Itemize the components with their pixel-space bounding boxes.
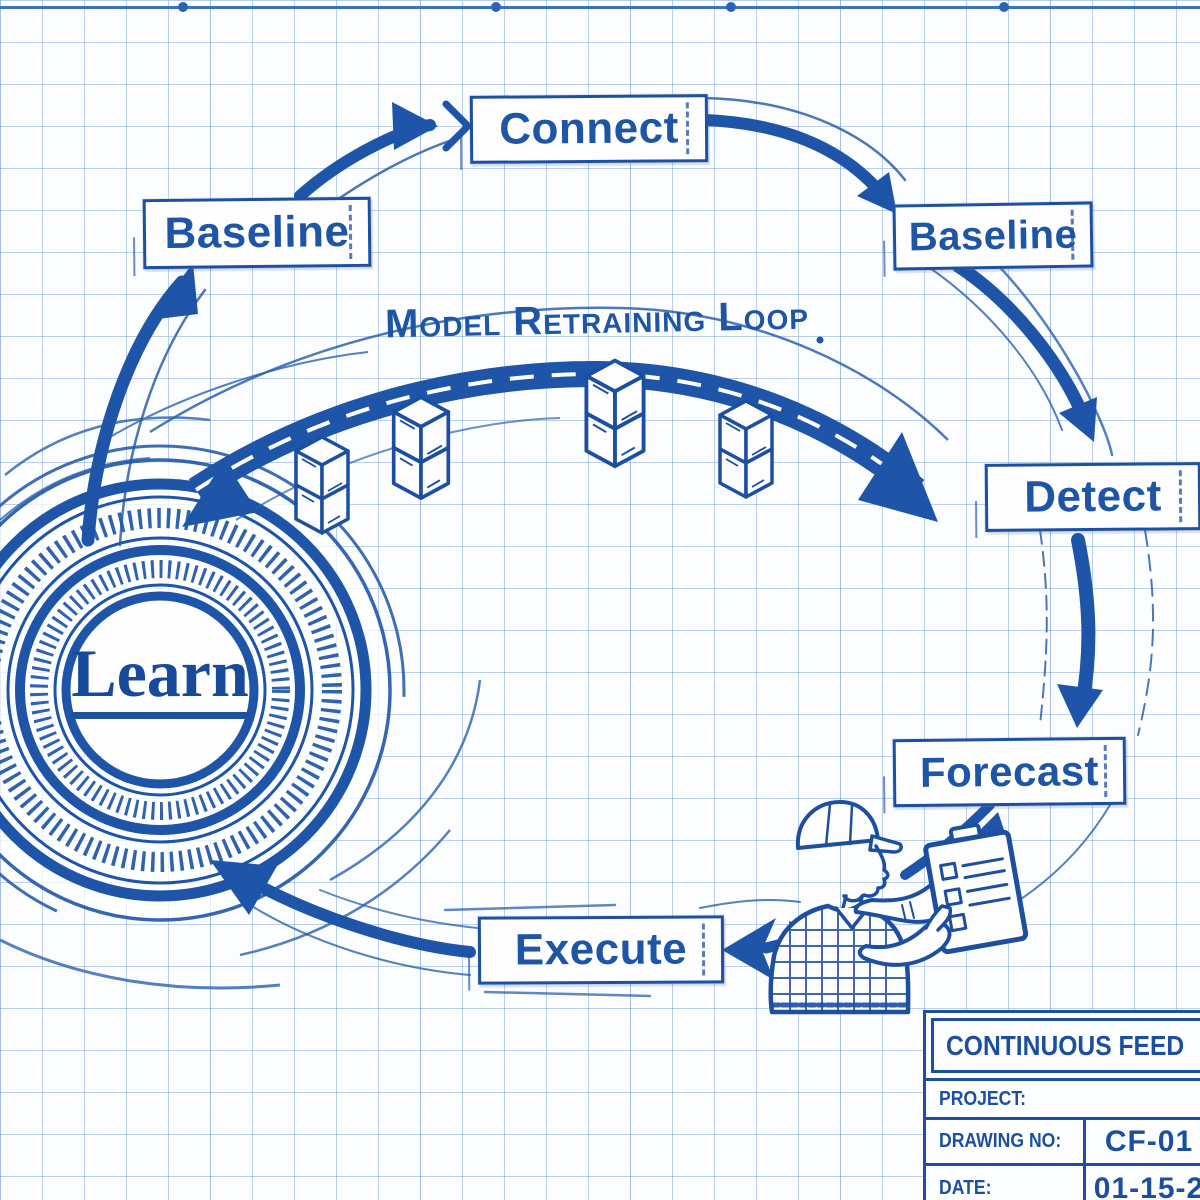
belt-arrowhead-right (858, 432, 938, 522)
worker-hand (924, 904, 953, 932)
node-connect: Connect (469, 94, 709, 164)
node-baseline-right: Baseline (892, 201, 1094, 271)
belt-arrowhead-left (182, 460, 258, 527)
ruler-dot (178, 2, 188, 12)
arrow-baseline-to-detect (951, 259, 1092, 427)
title-block-heading: CONTINUOUS FEED (931, 1018, 1200, 1073)
package-box-icon (391, 395, 451, 500)
node-label: Forecast (919, 747, 1100, 796)
package-box-icon (584, 358, 646, 469)
sketch-dot (816, 336, 824, 344)
project-label: PROJECT: (939, 1087, 1027, 1110)
node-label: Execute (514, 924, 688, 975)
conveyor-belt-icon (149, 306, 949, 535)
worker-face (842, 844, 890, 903)
node-forecast: Forecast (892, 736, 1127, 808)
date-label: DATE: (939, 1177, 992, 1199)
ruler-dot (999, 2, 1009, 12)
title-block-row-date: DATE: 01-15-2 (926, 1163, 1200, 1200)
drawing-no-label: DRAWING NO: (939, 1130, 1062, 1152)
sketch-arcs (0, 351, 482, 990)
node-label: Baseline (908, 212, 1078, 259)
package-box-icon (718, 399, 774, 499)
title-block-heading-text: CONTINUOUS FEED (946, 1029, 1185, 1061)
node-baseline-left: Baseline (142, 196, 372, 270)
node-label: Baseline (164, 207, 350, 258)
worker-clipboard-icon (768, 800, 1029, 1015)
ruler-dot (726, 2, 736, 12)
title-block-row-project: PROJECT: (926, 1078, 1200, 1117)
title-block-row-drawing-no: DRAWING NO: CF-01 (926, 1117, 1200, 1163)
node-execute: Execute (477, 915, 725, 985)
ruler-dot (491, 2, 501, 12)
title-block: CONTINUOUS FEED PROJECT: DRAWING NO: CF-… (923, 1010, 1200, 1200)
learn-rings-icon (0, 444, 406, 936)
belt-sketch-line (149, 306, 949, 441)
arrow-connect-to-baseline (700, 114, 886, 198)
node-detect: Detect (984, 462, 1200, 532)
arrow-detect-to-forecast (1071, 533, 1096, 712)
package-box-icon (294, 435, 350, 535)
node-learn: Learn (71, 635, 249, 711)
learn-underline (70, 712, 250, 719)
drawing-no-value: CF-01 (1083, 1120, 1200, 1163)
node-label: Connect (499, 103, 679, 154)
date-value: 01-15-2 (1083, 1166, 1200, 1200)
top-border-line (0, 6, 1200, 9)
node-label: Detect (1024, 471, 1162, 522)
clipboard-icon (923, 822, 1029, 955)
worker-cap (795, 800, 880, 850)
arrow-execute-to-learn (239, 872, 476, 958)
